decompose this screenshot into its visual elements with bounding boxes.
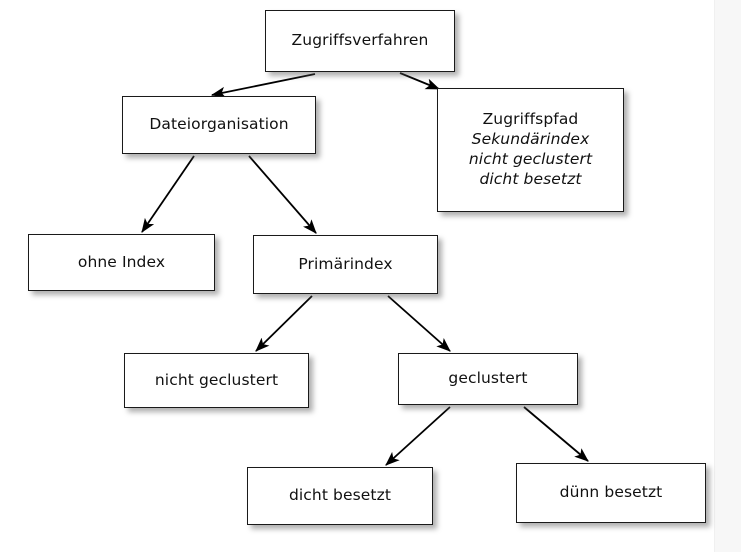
node-nicht-geclustert[interactable]: nicht geclustert	[124, 353, 309, 408]
node-label-block: Primärindex	[254, 255, 437, 275]
node-label-line: dicht besetzt	[288, 486, 392, 505]
node-primaerindex[interactable]: Primärindex	[253, 235, 438, 294]
node-geclustert[interactable]: geclustert	[398, 353, 578, 405]
edge-zugriffsverfahren-to-zugriffspfad	[399, 72, 440, 90]
edge-dateiorganisation-to-primaerindex	[248, 155, 317, 234]
node-dateiorganisation[interactable]: Dateiorganisation	[122, 96, 316, 154]
node-label-line: dicht besetzt	[479, 169, 582, 188]
node-label-line: Sekundärindex	[471, 130, 590, 149]
node-label-block: geclustert	[399, 369, 577, 389]
edge-dateiorganisation-to-ohne-index	[141, 155, 195, 233]
node-ohne-index[interactable]: ohne Index	[28, 234, 215, 291]
node-label-block: ohne Index	[29, 253, 214, 273]
node-label-line: Zugriffspfad	[482, 110, 579, 129]
node-label-line: Dateiorganisation	[149, 115, 289, 134]
node-dicht-besetzt[interactable]: dicht besetzt	[247, 467, 433, 525]
edge-zugriffsverfahren-to-dateiorganisation	[210, 73, 316, 98]
edge-primaerindex-to-nicht-geclustert	[255, 295, 313, 352]
node-zugriffsverfahren[interactable]: Zugriffsverfahren	[265, 10, 455, 72]
node-label-line: nicht geclustert	[154, 370, 279, 389]
node-label-block: Zugriffsverfahren	[266, 31, 454, 51]
node-label-block: nicht geclustert	[125, 371, 308, 391]
node-label-block: dünn besetzt	[517, 483, 705, 503]
node-duenn-besetzt[interactable]: dünn besetzt	[516, 463, 706, 523]
node-label-line: nicht geclustert	[468, 150, 593, 168]
page-margin-strip	[714, 0, 741, 552]
node-label-line: dünn besetzt	[559, 483, 663, 502]
node-label-line: Zugriffsverfahren	[291, 31, 429, 50]
edge-primaerindex-to-geclustert	[387, 295, 451, 352]
node-label-block: dicht besetzt	[248, 486, 432, 506]
node-label-block: Dateiorganisation	[123, 115, 315, 135]
edge-geclustert-to-dicht-besetzt	[385, 406, 451, 466]
edge-geclustert-to-duenn-besetzt	[523, 406, 589, 462]
node-label-line: ohne Index	[77, 252, 166, 271]
node-label-line: Primärindex	[298, 254, 393, 273]
node-label-line: geclustert	[448, 369, 528, 388]
